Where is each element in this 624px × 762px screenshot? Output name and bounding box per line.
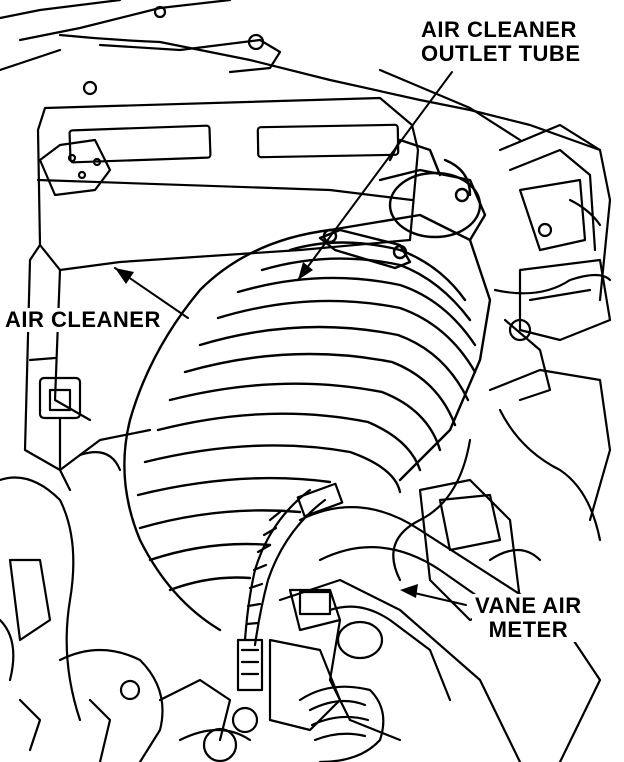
hood-bracket bbox=[0, 0, 602, 152]
lower-left-parts bbox=[0, 476, 232, 762]
label-text: AIR CLEANER bbox=[5, 307, 161, 332]
vane-air-meter-body bbox=[178, 506, 602, 762]
label-line: METER bbox=[488, 617, 569, 642]
air-cleaner-housing bbox=[23, 96, 420, 492]
label-line: AIR CLEANER bbox=[421, 17, 577, 42]
hose-clamp bbox=[236, 482, 344, 692]
label-vane-air-meter: VANE AIR METER bbox=[472, 594, 585, 642]
label-line: OUTLET TUBE bbox=[421, 41, 581, 66]
label-air-cleaner-outlet-tube: AIR CLEANER OUTLET TUBE bbox=[418, 18, 584, 66]
label-air-cleaner: AIR CLEANER bbox=[2, 308, 164, 332]
engine-side-parts bbox=[392, 123, 612, 622]
label-line: VANE AIR bbox=[475, 593, 582, 618]
outlet-tube-bellows bbox=[123, 138, 492, 632]
